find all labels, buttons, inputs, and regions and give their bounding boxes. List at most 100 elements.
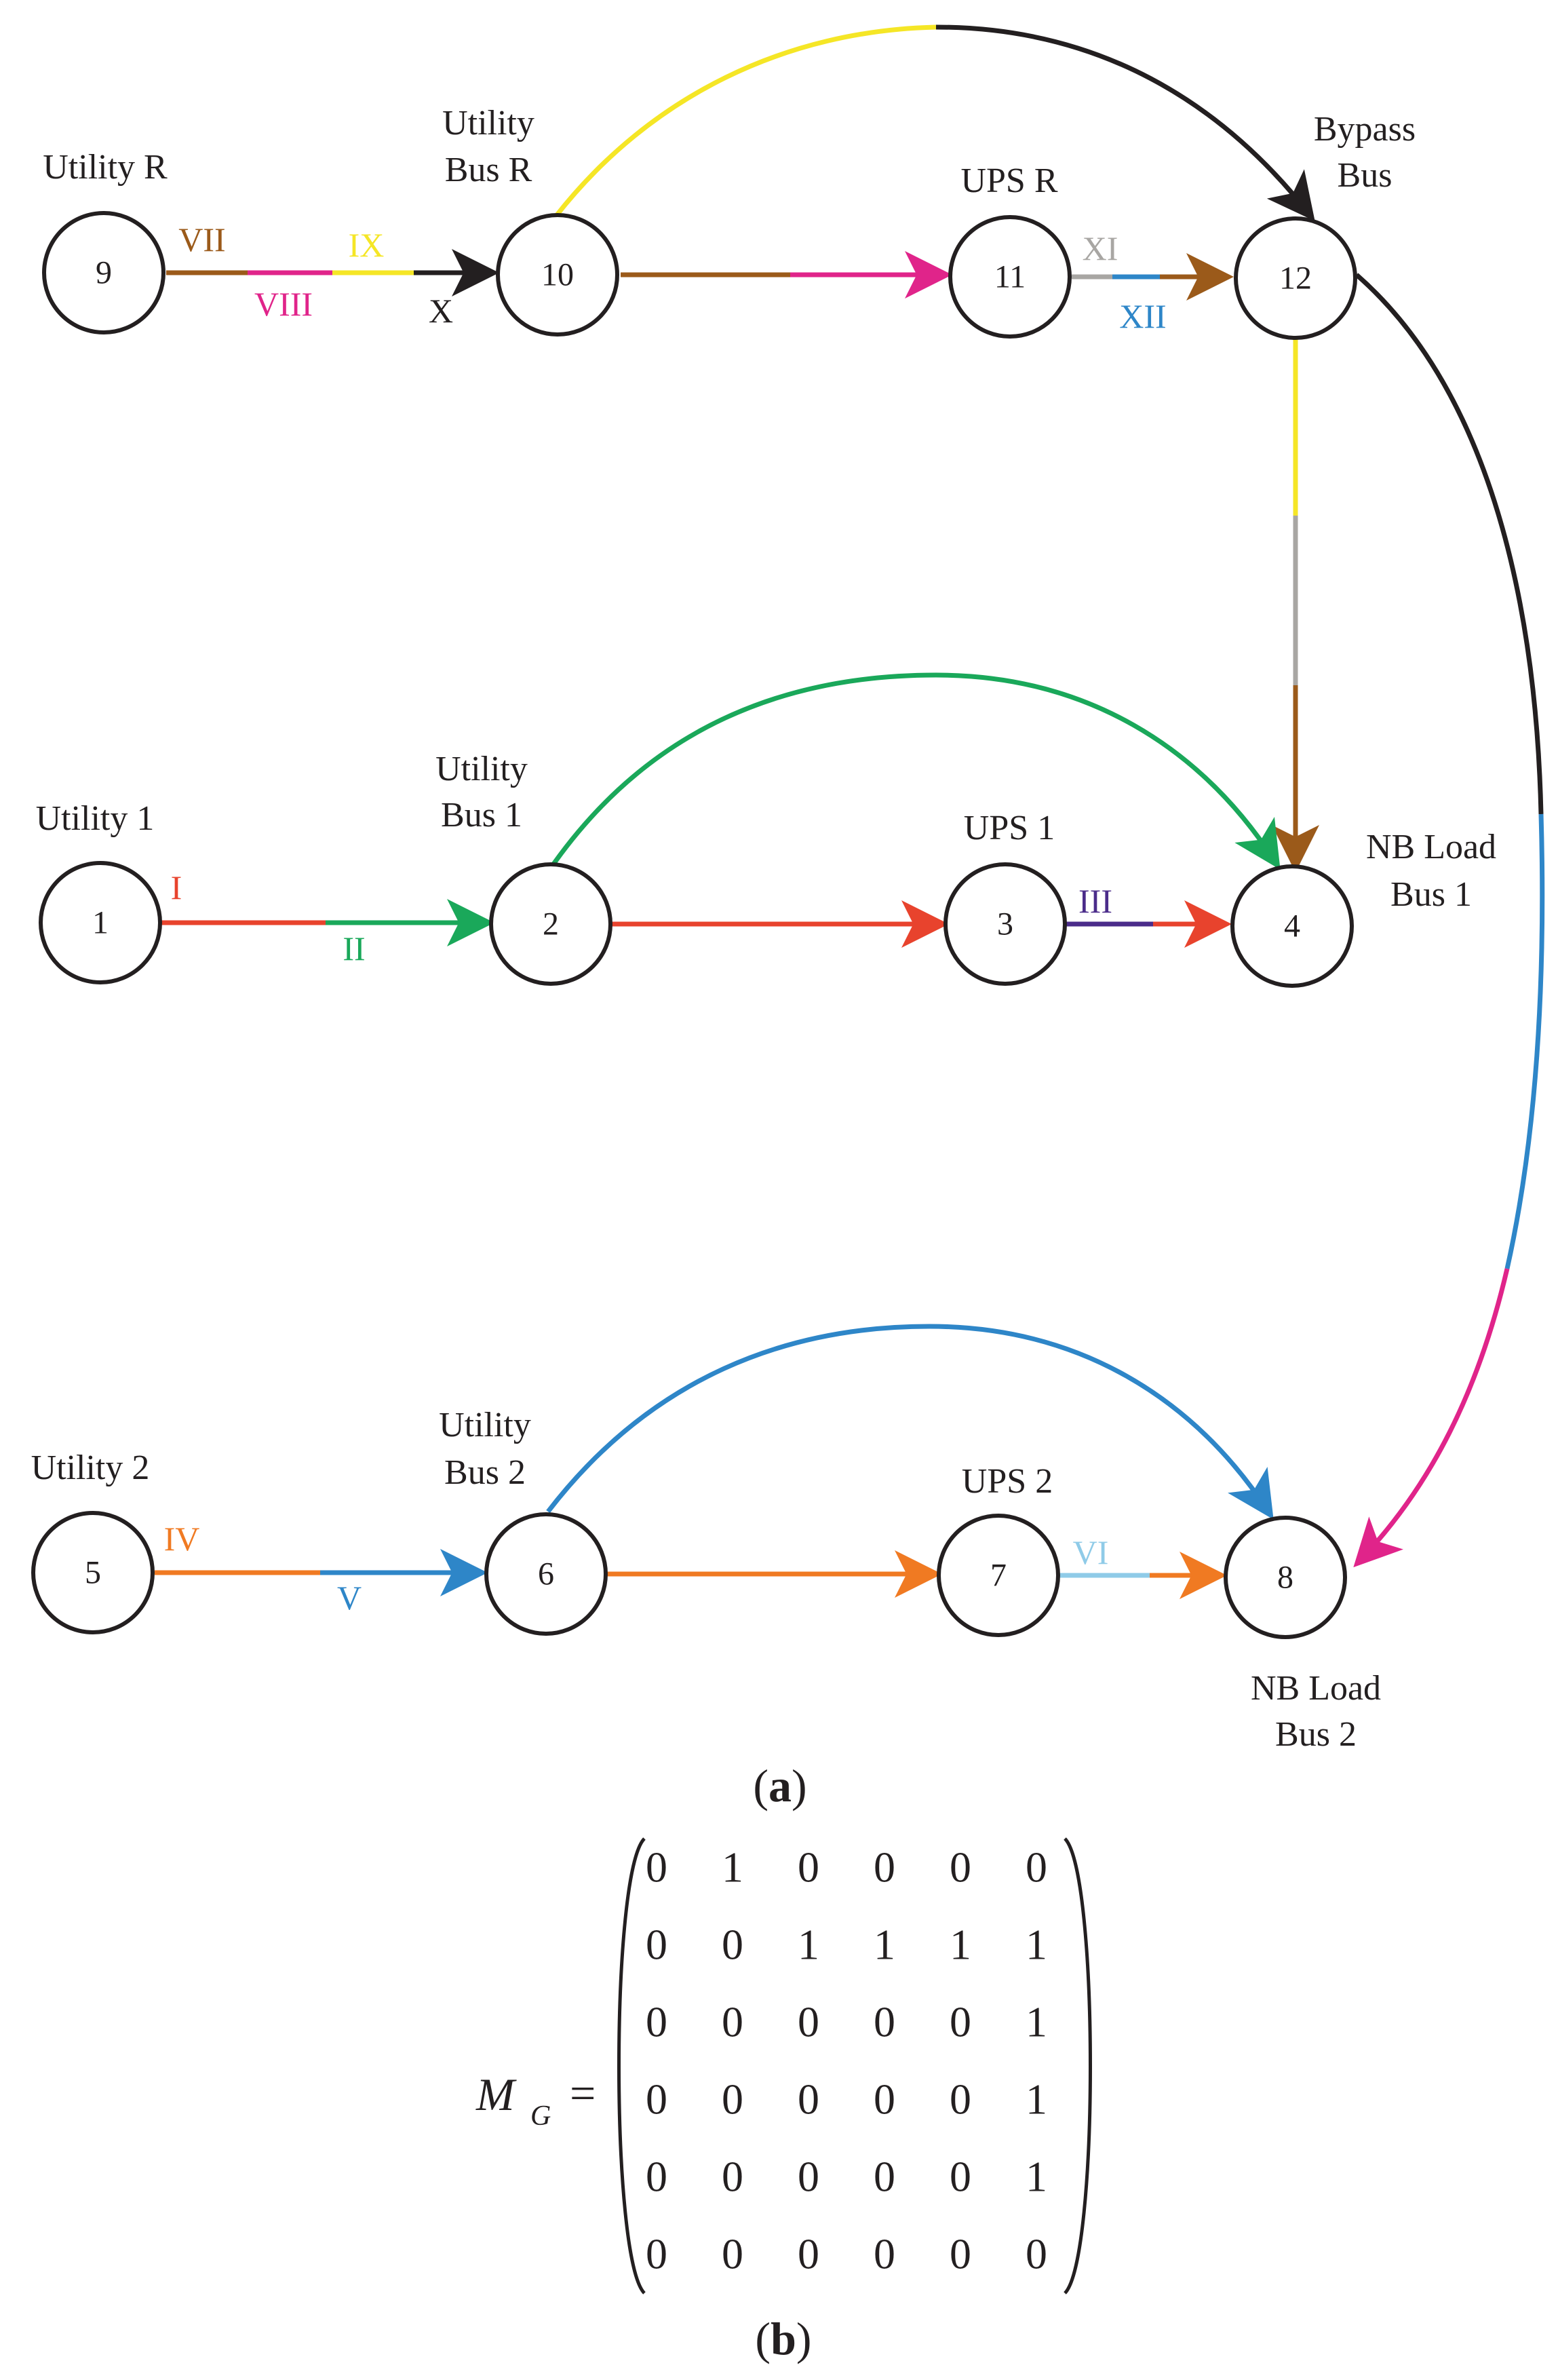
label-viii: VIII [254,285,313,323]
matrix-cell: 0 [722,2230,743,2278]
node-3: 3 [943,862,1067,986]
node-7: 7 [937,1514,1060,1637]
caption-node-10-line2: Bus R [445,151,532,189]
figure-label-b: (b) [755,2313,811,2364]
node-circle [496,213,619,337]
matrix-cell: 0 [798,2075,819,2124]
matrix-cell: 0 [874,2075,895,2124]
label-xii: XII [1119,297,1166,335]
caption-node-2-line1: Utility [435,750,528,788]
node-number: 4 [1284,908,1300,944]
matrix-cell: 0 [874,2153,895,2201]
node-number: 2 [543,906,559,942]
matrix-cell: 0 [646,2075,667,2124]
matrix-cell: 0 [646,1921,667,1969]
node-circle [1230,864,1354,988]
matrix-cell: 0 [874,1998,895,2046]
matrix-cell: 0 [646,2230,667,2278]
label-x: X [429,292,453,330]
node-circle [1224,1516,1347,1639]
node-circle [489,862,612,986]
matrix-cell: 0 [950,1843,971,1892]
matrix-subscript: G [530,2100,551,2132]
edge-labels: VII VIII IX X XI XII I II III IV V VI [164,220,1167,1617]
node-circle [31,1511,155,1634]
matrix-cell: 0 [950,2230,971,2278]
matrix-cell: 0 [646,1998,667,2046]
matrix-cell: 0 [1026,2230,1047,2278]
caption-node-10-line1: Utility [442,104,534,142]
matrix-cell: 0 [722,1921,743,1969]
matrix-cell: 0 [874,1843,895,1892]
node-6: 6 [484,1512,608,1636]
caption-node-2-line2: Bus 1 [441,796,522,834]
matrix-cell: 0 [1026,1843,1047,1892]
node-circle [39,861,162,984]
node-circle [948,215,1072,339]
caption-node-3: UPS 1 [964,809,1055,847]
caption-node-6-line2: Bus 2 [444,1453,526,1492]
caption-node-12-line2: Bus [1338,156,1393,195]
label-vii: VII [178,220,225,258]
arc-2-4-green [551,672,1281,870]
caption-node-4-line1: NB Load [1366,828,1496,866]
arc-10-12-yellow [554,24,937,218]
node-number: 1 [92,905,109,941]
node-1: 1 [39,861,162,984]
caption-node-5: Utility 2 [31,1448,150,1487]
matrix-cell: 1 [1026,2075,1047,2124]
matrix-cell: 1 [798,1921,819,1969]
node-number: 7 [990,1558,1007,1594]
matrix-name: M [475,2069,517,2120]
matrix-cell: 0 [722,2153,743,2201]
caption-node-6-line1: Utility [439,1406,531,1444]
figure-label-b-letter: b [771,2313,796,2364]
node-9: 9 [42,211,165,334]
matrix-cell: 0 [798,2230,819,2278]
node-12: 12 [1234,216,1357,340]
matrix-cell: 0 [950,1998,971,2046]
caption-node-12-line1: Bypass [1314,110,1416,149]
arc-6-8-blue [546,1324,1274,1520]
figure-label-a-letter: a [768,1760,792,1811]
node-number: 5 [85,1555,101,1591]
node-8: 8 [1224,1516,1347,1639]
matrix-right-paren [1064,1837,1092,2295]
arc-10-12-black [935,24,1315,221]
matrix-cell: 0 [874,2230,895,2278]
label-v: V [337,1579,362,1617]
top-row-edges [166,24,1315,301]
matrix-cell: 1 [722,1843,743,1892]
node-circle [484,1512,608,1636]
node-circle [943,862,1067,986]
middle-row-edges [161,672,1281,948]
node-number: 11 [994,259,1026,295]
bypass-to-load2-edge [1353,273,1545,1568]
node-number: 10 [541,257,574,293]
node-number: 12 [1279,261,1312,296]
node-number: 9 [96,255,112,291]
label-i: I [171,868,182,906]
figure-label-a-close: ) [792,1760,807,1811]
node-number: 6 [538,1556,554,1592]
matrix-equals: = [570,2067,596,2119]
matrix-cell: 0 [646,1843,667,1892]
matrix-cell: 0 [722,1998,743,2046]
node-captions: Utility R Utility Bus R UPS R Bypass Bus… [31,104,1496,1754]
node-4: 4 [1230,864,1354,988]
matrix-cell: 0 [722,2075,743,2124]
label-ix: IX [349,226,385,264]
caption-node-9: Utility R [43,148,168,187]
label-vi: VI [1073,1533,1109,1571]
matrix-cell: 1 [1026,2153,1047,2201]
caption-node-11: UPS R [960,161,1057,200]
matrix-cell: 0 [950,2075,971,2124]
node-circle [42,211,165,334]
figure-label-b-close: ) [796,2313,812,2364]
matrix-cell: 1 [950,1921,971,1969]
arc-12-8-magenta [1353,1268,1510,1568]
label-iii: III [1078,882,1112,920]
